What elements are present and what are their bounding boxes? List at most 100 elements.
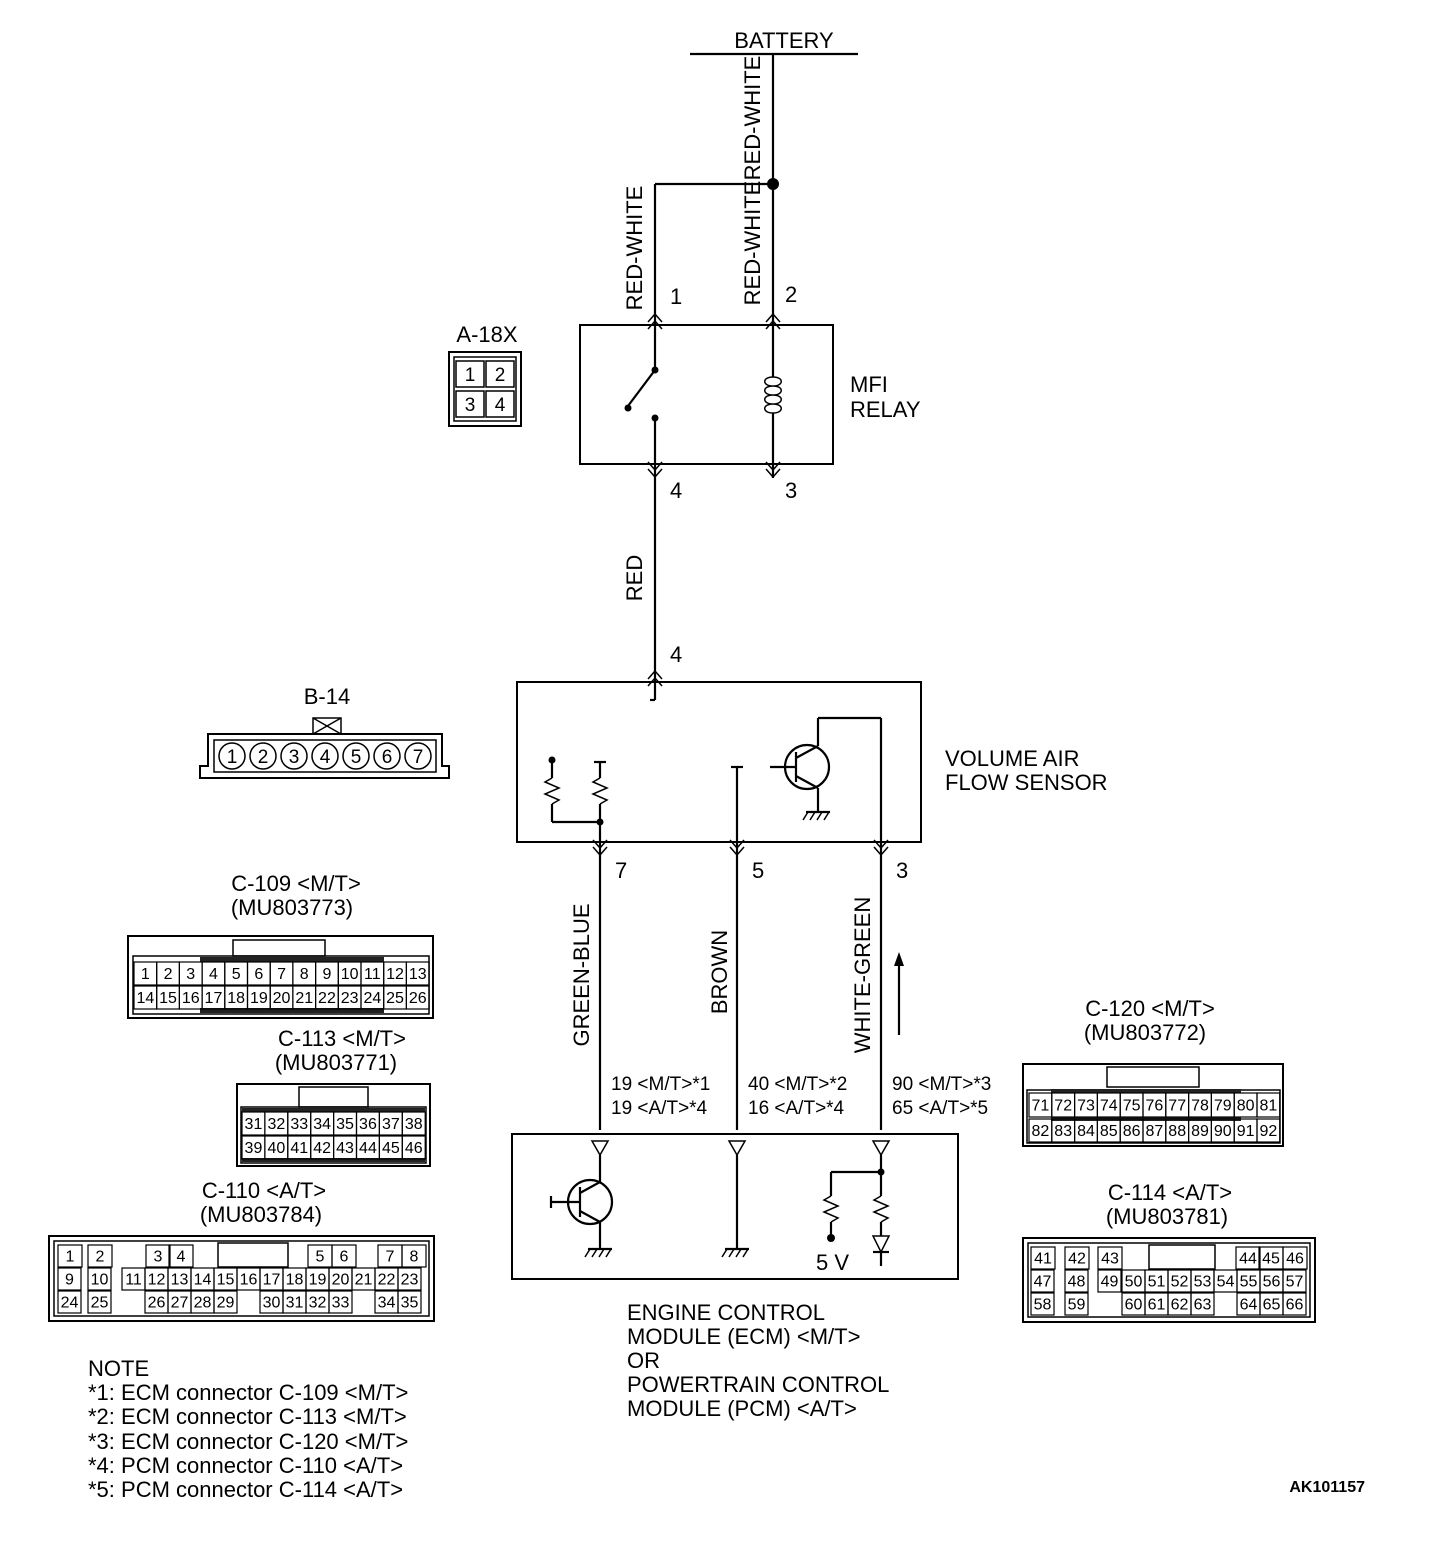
sensor-name-line2: FLOW SENSOR <box>945 770 1108 795</box>
pin-number: 51 <box>1148 1274 1166 1291</box>
pin-cell <box>1235 1246 1261 1270</box>
pin-number: 76 <box>1146 1098 1164 1115</box>
a18x-pin: 3 <box>465 395 476 416</box>
pin-number: 81 <box>1260 1098 1278 1115</box>
connector-c109-part: (MU803773) <box>231 895 353 920</box>
pin-number: 43 <box>1101 1251 1119 1268</box>
pin-number: 28 <box>194 1295 212 1312</box>
pin-number: 44 <box>359 1140 377 1157</box>
pin-number: 83 <box>1054 1123 1072 1140</box>
wire-label-brown: BROWN <box>707 930 732 1014</box>
pin-number: 52 <box>1171 1274 1189 1291</box>
pin-number: 63 <box>1194 1297 1212 1314</box>
pin-number: 65 <box>1263 1297 1281 1314</box>
pin-cell <box>57 1290 82 1314</box>
b14-pin: 5 <box>351 747 362 768</box>
pin-number: 48 <box>1068 1274 1086 1291</box>
pin-number: 58 <box>1034 1297 1052 1314</box>
pin-cell <box>1256 1118 1281 1143</box>
pin-number: 6 <box>340 1249 349 1266</box>
pin-cell <box>57 1244 83 1268</box>
pin-number: 34 <box>378 1295 396 1312</box>
pin-number: 31 <box>286 1295 304 1312</box>
pin-number: 78 <box>1191 1098 1209 1115</box>
pin-number: 17 <box>205 990 223 1007</box>
pin-number: 12 <box>386 966 404 983</box>
pin-cell <box>168 1244 194 1268</box>
connector-b14: B-14 1 2 3 4 5 6 7 <box>199 684 450 779</box>
note-item: *2: ECM connector C-113 <M/T> <box>88 1404 407 1429</box>
connector-c110-title: C-110 <A/T> <box>202 1178 326 1203</box>
pin-number: 92 <box>1260 1123 1278 1140</box>
pin-number: 46 <box>1286 1251 1304 1268</box>
pin-number: 88 <box>1168 1123 1186 1140</box>
pin-number: 59 <box>1068 1297 1086 1314</box>
note-item: *5: PCM connector C-114 <A/T> <box>88 1477 403 1502</box>
pin-number: 14 <box>194 1272 212 1289</box>
wire-label-red-white-pin2: RED-WHITE <box>740 181 765 306</box>
wiring-relay-sensor: RED <box>622 478 657 680</box>
pin-number: 39 <box>245 1140 263 1157</box>
pin-number: 12 <box>148 1272 166 1289</box>
pin-number: 7 <box>277 966 286 983</box>
pin-cell <box>401 1135 426 1160</box>
pin-number: 64 <box>1240 1297 1258 1314</box>
connector-a18x: A-18X 1 2 3 4 <box>448 322 522 427</box>
a18x-pin: 4 <box>495 395 506 416</box>
pin-number: 4 <box>209 966 218 983</box>
sensor-pin-3: 3 <box>896 858 908 883</box>
splice-dot <box>767 178 779 190</box>
pin-number: 61 <box>1148 1297 1166 1314</box>
pin-number: 49 <box>1101 1274 1119 1291</box>
notes: NOTE *1: ECM connector C-109 <M/T> *2: E… <box>88 1356 408 1502</box>
pin-number: 82 <box>1032 1123 1050 1140</box>
connector-c113-title: C-113 <M/T> <box>278 1026 406 1051</box>
wiring-sensor-ecm: GREEN-BLUE BROWN WHITE-GREEN 19 <M/T>*1 … <box>569 855 991 1130</box>
pin-number: 20 <box>332 1272 350 1289</box>
pin-number: 19 <box>309 1272 327 1289</box>
pin-cell <box>57 1267 82 1291</box>
ecm-voltage: 5 V <box>816 1250 849 1275</box>
pin-number: 43 <box>336 1140 354 1157</box>
battery: BATTERY <box>690 28 858 56</box>
ecm-pcm-module: 5 V ENGINE CONTROL MODULE (ECM) <M/T> OR… <box>511 1133 959 1421</box>
pin-cell <box>145 1244 171 1268</box>
pin-number: 31 <box>245 1116 263 1133</box>
pin-number: 40 <box>267 1140 285 1157</box>
pin-number: 5 <box>232 966 241 983</box>
connector-c114-title: C-114 <A/T> <box>1108 1180 1232 1205</box>
pin-cell <box>87 1290 112 1314</box>
pin-number: 38 <box>405 1116 423 1133</box>
pin-number: 3 <box>186 966 195 983</box>
pin-number: 13 <box>171 1272 189 1289</box>
pin-cell <box>1282 1292 1307 1316</box>
pin-cell <box>1282 1246 1308 1270</box>
pin-number: 22 <box>318 990 336 1007</box>
pin-cell <box>331 1244 357 1268</box>
pin-number: 1 <box>141 966 150 983</box>
sensor-pin-7: 7 <box>615 858 627 883</box>
ecm-name-line: MODULE (PCM) <A/T> <box>627 1396 857 1421</box>
pin-cell <box>1097 1269 1122 1293</box>
pin-number: 33 <box>290 1116 308 1133</box>
pin-number: 26 <box>148 1295 166 1312</box>
pin-number: 16 <box>182 990 200 1007</box>
ecm-pin-label: 19 <M/T>*1 <box>611 1074 710 1095</box>
pin-number: 89 <box>1191 1123 1209 1140</box>
note-title: NOTE <box>88 1356 149 1381</box>
b14-pin: 2 <box>258 747 269 768</box>
ecm-pin-label: 16 <A/T>*4 <box>748 1098 845 1119</box>
pin-number: 2 <box>96 1249 105 1266</box>
pin-number: 15 <box>217 1272 235 1289</box>
pin-cell <box>328 1290 353 1314</box>
pin-number: 55 <box>1240 1274 1258 1291</box>
pin-number: 6 <box>254 966 263 983</box>
connector-b14-title: B-14 <box>304 684 350 709</box>
pin-cell <box>1282 1269 1307 1293</box>
note-item: *4: PCM connector C-110 <A/T> <box>88 1453 403 1478</box>
